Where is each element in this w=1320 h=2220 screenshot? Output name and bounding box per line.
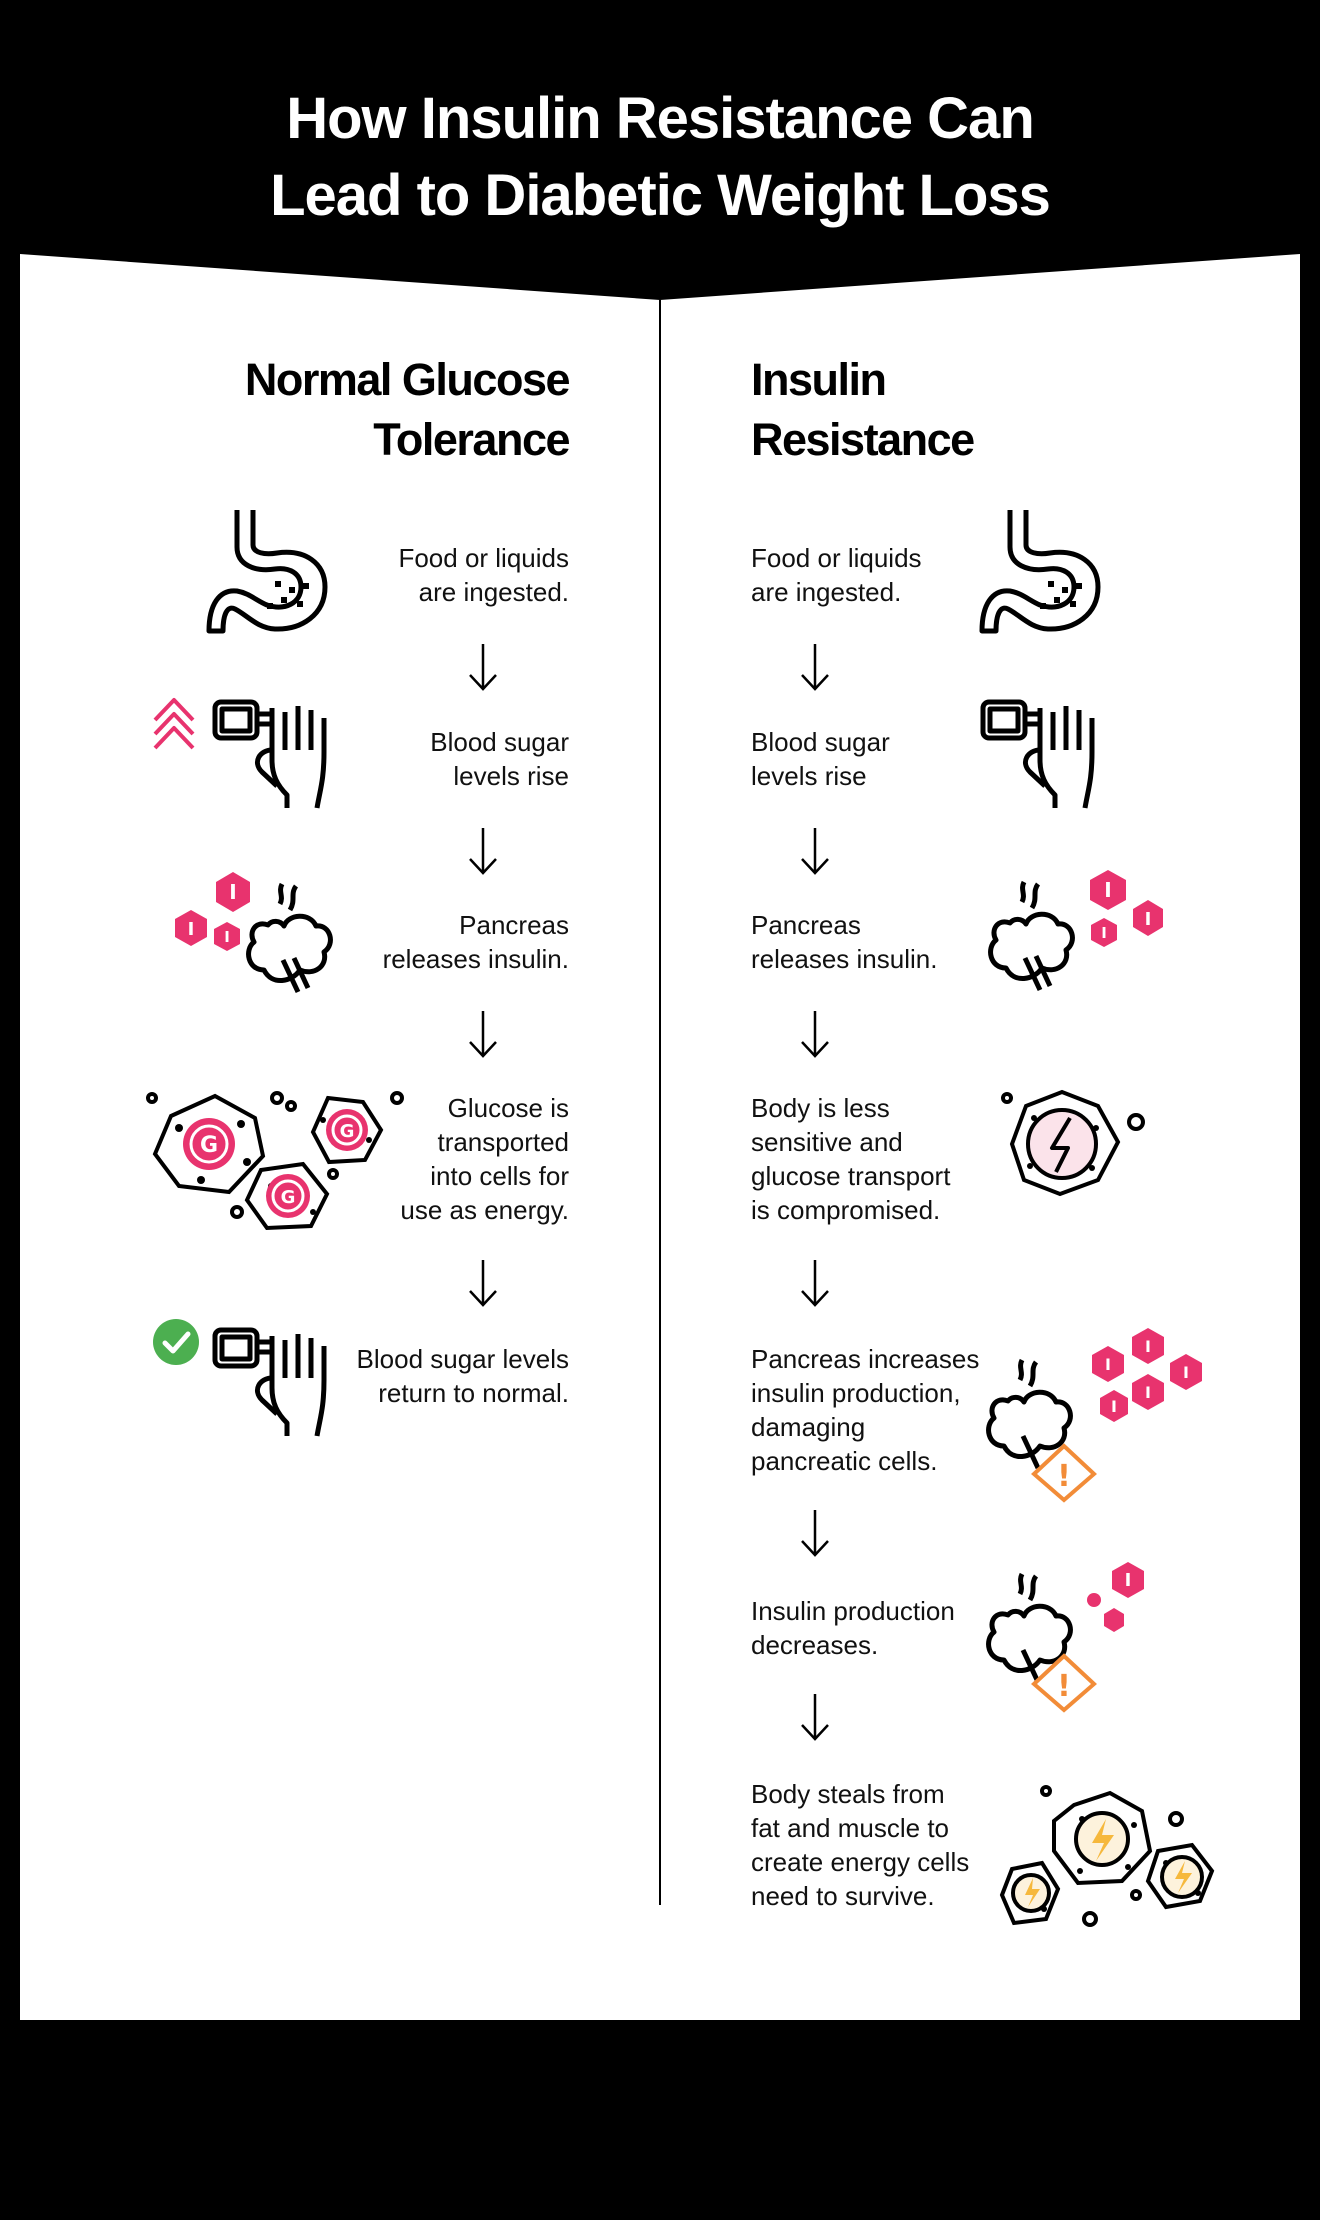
glucose-cells-icon: G G G — [146, 1091, 404, 1231]
normal-step-3-text: Pancreas releases insulin. — [383, 908, 569, 976]
down-arrow-icon — [469, 1011, 497, 1058]
title-line-2: Lead to Diabetic Weight Loss — [270, 163, 1051, 228]
insulin-label: I — [1104, 878, 1111, 902]
text-line: create energy cells — [751, 1847, 970, 1877]
normal-heading-line-1: Normal Glucose — [244, 354, 571, 405]
insulin-label: I — [1183, 1363, 1189, 1382]
resistance-step-1-text: Food or liquids are ingested. — [751, 541, 922, 609]
normal-heading-line-2: Tolerance — [373, 414, 570, 465]
down-arrow-icon — [469, 828, 497, 875]
insulin-label: I — [224, 928, 230, 946]
text-line: need to survive. — [751, 1881, 935, 1911]
pancreas-icon: I I I — [988, 870, 1163, 992]
resistance-step-3-text: Pancreas releases insulin. — [751, 908, 937, 976]
text-line: pancreatic cells. — [751, 1446, 938, 1476]
text-line: glucose transport — [751, 1161, 951, 1191]
insulin-label: I — [1105, 1355, 1111, 1374]
down-arrow-icon — [469, 644, 497, 691]
glucose-label: G — [281, 1187, 296, 1208]
resistance-step-4-text: Body is less sensitive and glucose trans… — [751, 1091, 950, 1227]
resistance-step-2-text: Blood sugar levels rise — [751, 725, 890, 793]
text-line: levels rise — [751, 761, 867, 791]
insulin-label: I — [188, 919, 195, 940]
glucose-meter-icon — [153, 698, 327, 809]
blocked-cell-icon — [1001, 1089, 1145, 1197]
glucose-label: G — [200, 1133, 218, 1158]
text-line: Food or liquids — [398, 543, 569, 573]
insulin-label: I — [1101, 924, 1107, 942]
text-line: fat and muscle to — [751, 1813, 949, 1843]
down-arrow-icon — [801, 644, 829, 691]
text-line: levels rise — [453, 761, 569, 791]
glucose-label: G — [340, 1121, 355, 1142]
text-line: transported — [437, 1127, 569, 1157]
damaged-pancreas-icon: I ! — [986, 1562, 1144, 1713]
text-line: Body is less — [751, 1093, 890, 1123]
insulin-label: I — [1111, 1397, 1117, 1416]
glucose-meter-icon — [980, 699, 1095, 809]
insulin-label: I — [1125, 1570, 1132, 1591]
stomach-icon — [206, 510, 328, 634]
text-line: Pancreas — [459, 910, 569, 940]
text-line: Body steals from — [751, 1779, 945, 1809]
text-line: Pancreas increases — [751, 1344, 980, 1374]
resistance-step-7-text: Body steals from fat and muscle to creat… — [751, 1777, 969, 1913]
down-arrow-icon — [801, 1694, 829, 1741]
page-title: How Insulin Resistance Can Lead to Diabe… — [0, 80, 1320, 234]
warning-mark: ! — [1057, 1459, 1071, 1494]
stomach-icon — [979, 510, 1101, 634]
text-line: releases insulin. — [382, 944, 569, 974]
damaged-pancreas-icon: I I I I I ! — [986, 1328, 1202, 1503]
normal-step-5-text: Blood sugar levels return to normal. — [357, 1342, 569, 1410]
text-line: insulin production, — [751, 1378, 961, 1408]
down-arrow-icon — [469, 1260, 497, 1307]
text-line: Pancreas — [751, 910, 861, 940]
insulin-label: I — [1145, 1337, 1151, 1356]
down-arrow-icon — [801, 1260, 829, 1307]
resistance-heading-line-2: Resistance — [751, 414, 975, 465]
pancreas-icon: I I I — [175, 872, 333, 994]
down-arrow-icon — [801, 1510, 829, 1557]
resistance-step-5-text: Pancreas increases insulin production, d… — [751, 1342, 979, 1478]
down-arrow-icon — [801, 828, 829, 875]
insulin-label: I — [229, 880, 236, 904]
text-line: return to normal. — [378, 1378, 569, 1408]
warning-icon: ! — [1031, 1443, 1097, 1503]
down-arrow-icon — [801, 1011, 829, 1058]
resistance-step-6-text: Insulin production decreases. — [751, 1594, 955, 1662]
warning-icon: ! — [1031, 1653, 1097, 1713]
normal-step-2-text: Blood sugar levels rise — [430, 725, 569, 793]
warning-mark: ! — [1057, 1669, 1071, 1704]
insulin-label: I — [1145, 909, 1152, 930]
text-line: sensitive and — [751, 1127, 903, 1157]
normal-step-1-text: Food or liquids are ingested. — [398, 541, 569, 609]
text-line: Blood sugar levels — [356, 1344, 569, 1374]
resistance-column-heading: Insulin Resistance — [751, 350, 975, 470]
normal-step-4-text: Glucose is transported into cells for us… — [400, 1091, 569, 1227]
text-line: releases insulin. — [751, 944, 938, 974]
text-line: Insulin production — [751, 1596, 955, 1626]
text-line: is compromised. — [751, 1195, 941, 1225]
resistance-heading-line-1: Insulin — [751, 354, 887, 405]
text-line: use as energy. — [400, 1195, 569, 1225]
energy-cells-icon — [999, 1785, 1215, 1927]
glucose-meter-icon — [153, 1319, 327, 1437]
text-line: Glucose is — [447, 1093, 569, 1123]
text-line: into cells for — [430, 1161, 569, 1191]
rising-chevrons-icon — [153, 698, 195, 750]
title-line-1: How Insulin Resistance Can — [286, 86, 1035, 151]
text-line: decreases. — [751, 1630, 879, 1660]
text-line: are ingested. — [418, 577, 569, 607]
text-line: Blood sugar — [430, 727, 569, 757]
text-line: Blood sugar — [751, 727, 890, 757]
text-line: Food or liquids — [751, 543, 922, 573]
text-line: damaging — [751, 1412, 866, 1442]
checkmark-icon — [153, 1319, 199, 1365]
normal-column-heading: Normal Glucose Tolerance — [244, 350, 571, 470]
text-line: are ingested. — [751, 577, 902, 607]
insulin-label: I — [1145, 1383, 1151, 1402]
